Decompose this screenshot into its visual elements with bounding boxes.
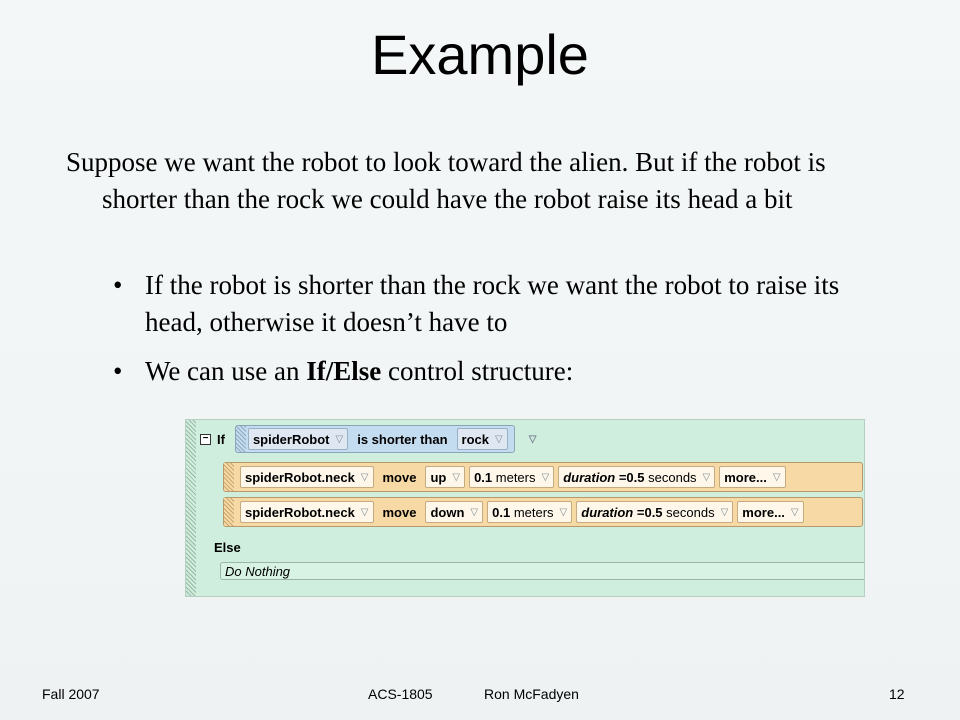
bullet-item-1: • If the robot is shorter than the rock w… (113, 267, 903, 341)
bullet-glyph: • (113, 270, 123, 300)
chevron-down-icon: ▽ (360, 471, 369, 483)
chevron-down-icon: ▽ (452, 471, 461, 483)
footer-term: Fall 2007 (42, 686, 100, 702)
statement-object-dropdown[interactable]: spiderRobot.neck▽ (240, 501, 374, 523)
chevron-down-icon: ▽ (360, 506, 369, 518)
footer-author: Ron McFadyen (484, 686, 579, 702)
condition-target-dropdown[interactable]: rock▽ (456, 428, 508, 450)
slide-title: Example (371, 23, 589, 86)
chevron-down-icon: ▽ (541, 471, 550, 483)
bullet-text-bold: If/Else (306, 356, 382, 386)
collapse-icon[interactable]: − (200, 433, 211, 445)
drag-handle[interactable] (186, 420, 196, 596)
if-keyword: If (217, 431, 225, 447)
statement-drag-handle[interactable] (224, 498, 234, 526)
else-do-nothing-slot[interactable]: Do Nothing (220, 562, 864, 580)
if-else-code-block[interactable]: − If spiderRobot▽ is shorter than rock▽ … (185, 419, 865, 597)
footer-page-number: 12 (889, 686, 905, 702)
statement-duration-dropdown[interactable]: duration = 0.5 seconds▽ (558, 466, 716, 488)
condition-object-dropdown[interactable]: spiderRobot▽ (247, 428, 349, 450)
intro-paragraph: Suppose we want the robot to look toward… (66, 147, 826, 214)
chevron-down-icon: ▽ (470, 506, 479, 518)
chevron-down-icon: ▽ (335, 433, 344, 445)
else-keyword: Else (214, 540, 241, 555)
statement-method: move (382, 504, 417, 520)
chevron-down-icon: ▽ (494, 433, 503, 445)
bullet-text-before: We can use an (145, 356, 307, 386)
footer-course: ACS-1805 (368, 686, 433, 702)
statement-amount-dropdown[interactable]: 0.1 meters▽ (469, 466, 555, 488)
if-header: − If spiderRobot▽ is shorter than rock▽ … (200, 425, 537, 453)
chevron-down-icon: ▽ (720, 506, 729, 518)
chevron-down-icon: ▽ (559, 506, 568, 518)
chevron-down-icon: ▽ (772, 471, 781, 483)
statement-more-dropdown[interactable]: more...▽ (737, 501, 804, 523)
statement-amount-dropdown[interactable]: 0.1 meters▽ (487, 501, 573, 523)
statement-object-dropdown[interactable]: spiderRobot.neck▽ (240, 466, 374, 488)
condition-menu-chevron-icon[interactable]: ▽ (528, 433, 537, 445)
bullet-text: If the robot is shorter than the rock we… (145, 270, 840, 337)
condition-operator: is shorter than (357, 431, 448, 447)
statement-more-dropdown[interactable]: more...▽ (719, 466, 786, 488)
condition-expression[interactable]: spiderRobot▽ is shorter than rock▽ (234, 425, 515, 453)
bullet-glyph: • (113, 356, 123, 386)
statement-direction-dropdown[interactable]: up▽ (425, 466, 466, 488)
statement-move-down[interactable]: spiderRobot.neck▽ move down▽ 0.1 meters▽… (223, 497, 863, 527)
statement-direction-dropdown[interactable]: down▽ (425, 501, 484, 523)
statement-duration-dropdown[interactable]: duration = 0.5 seconds▽ (576, 501, 734, 523)
bullet-text-after: control structure: (381, 356, 574, 386)
chevron-down-icon: ▽ (702, 471, 711, 483)
statement-move-up[interactable]: spiderRobot.neck▽ move up▽ 0.1 meters▽ d… (223, 462, 863, 492)
bullet-item-2: • We can use an If/Else control structure… (113, 353, 903, 390)
condition-drag-handle[interactable] (235, 426, 246, 452)
chevron-down-icon: ▽ (790, 506, 799, 518)
statement-method: move (382, 469, 417, 485)
statement-drag-handle[interactable] (224, 463, 234, 491)
